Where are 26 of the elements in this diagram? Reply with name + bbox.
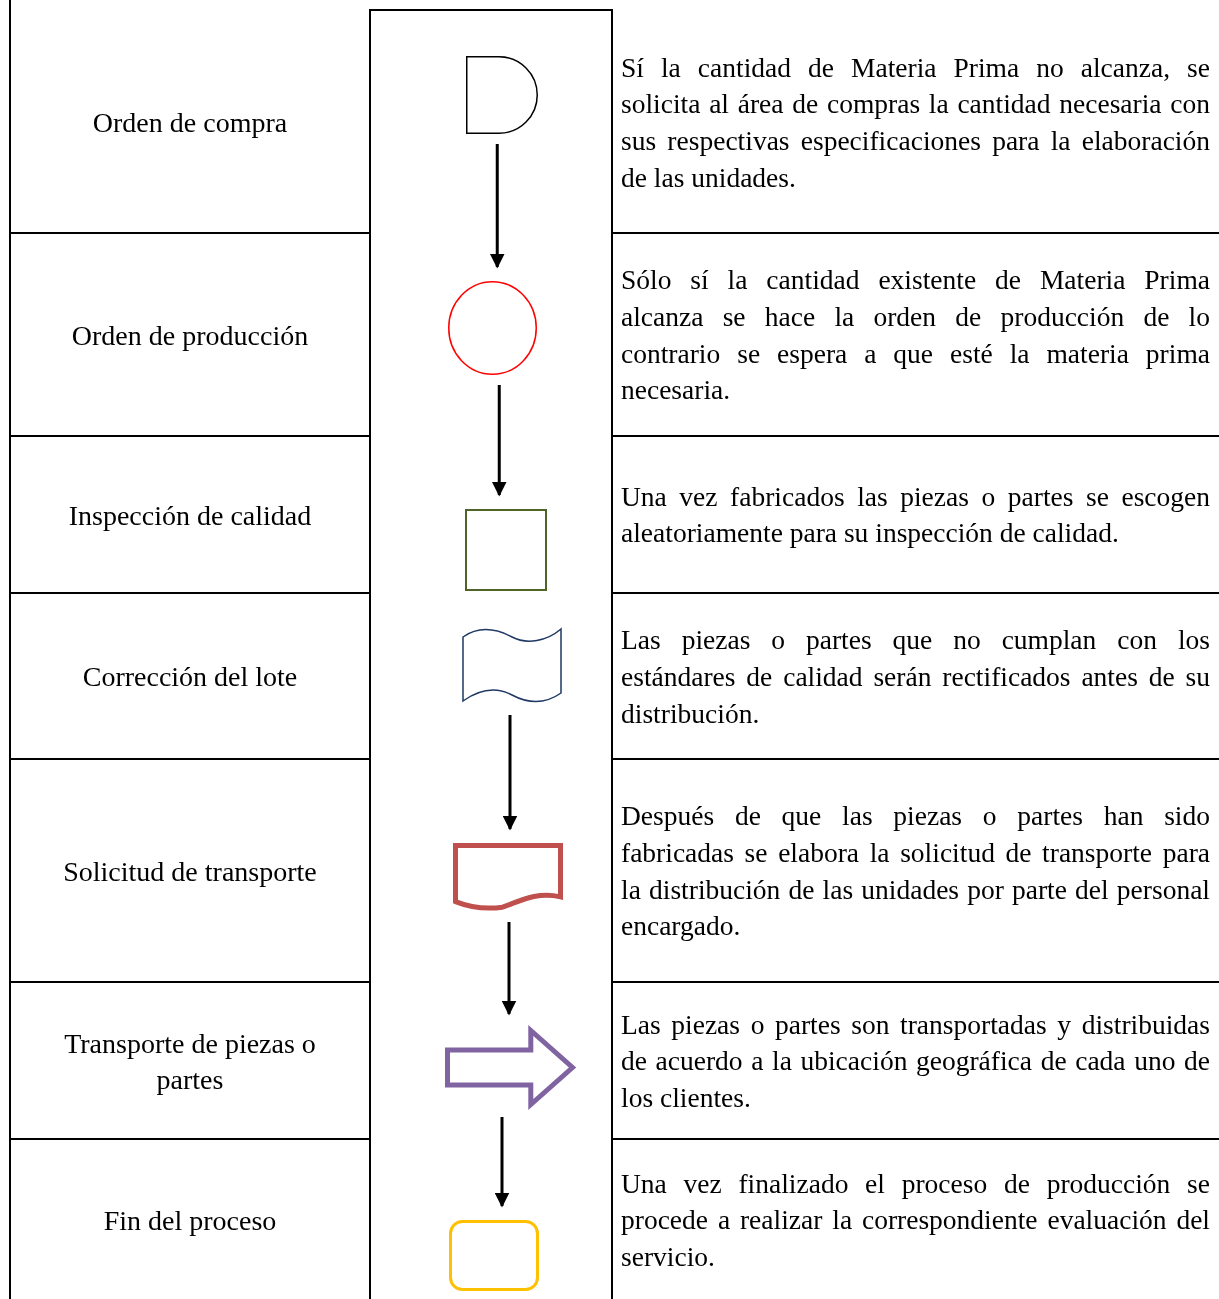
punched-tape-symbol	[462, 627, 562, 705]
process-square	[465, 509, 547, 591]
arrow	[494, 1117, 510, 1208]
block-arrow	[445, 1028, 575, 1107]
step-name: Transporte de piezas o partes	[63, 1026, 317, 1097]
step-name: Fin del proceso	[102, 1203, 278, 1238]
arrow	[502, 715, 518, 831]
terminator-symbol	[449, 1220, 539, 1291]
document-symbol	[453, 843, 563, 912]
step-name: Orden de compra	[91, 106, 289, 140]
arrow	[489, 144, 505, 269]
step-name: Corrección del lote	[81, 660, 299, 694]
delay-symbol	[466, 56, 538, 134]
step-description: Después de que las piezas o partes han sido fabricadas se elabora la solicitud de transporte para la distribución de las unidades por parte del personal encargado.	[621, 799, 1210, 944]
step-description: Una vez finalizado el proceso de producción se procede a realizar la correspondiente evaluación del servicio.	[621, 1166, 1210, 1275]
step-description: Sí la cantidad de Materia Prima no alcanza, se solicita al área de compras la cantidad necesaria con sus respectivas especificaciones para la elaboración de las unidades.	[621, 50, 1210, 195]
step-name: Inspección de calidad	[67, 498, 313, 533]
step-description: Una vez fabricados las piezas o partes se escogen aleatoriamente para su inspección de calidad.	[621, 479, 1210, 551]
step-name: Orden de producción	[70, 318, 310, 353]
step-description: Las piezas o partes son transportadas y distribuidas de acuerdo a la ubicación geográfica de cada uno de los clientes.	[621, 1007, 1210, 1116]
step-name: Solicitud de transporte	[62, 854, 318, 889]
arrow	[501, 922, 517, 1016]
connector-circle	[448, 281, 537, 375]
step-description: Sólo sí la cantidad existente de Materia Prima alcanza se hace la orden de producción de lo contrario se espera a que esté la materia prima necesaria.	[621, 263, 1210, 408]
arrow	[491, 385, 507, 497]
step-description: Las piezas o partes que no cumplan con los estándares de calidad serán rectificados antes de su distribución.	[621, 623, 1210, 731]
